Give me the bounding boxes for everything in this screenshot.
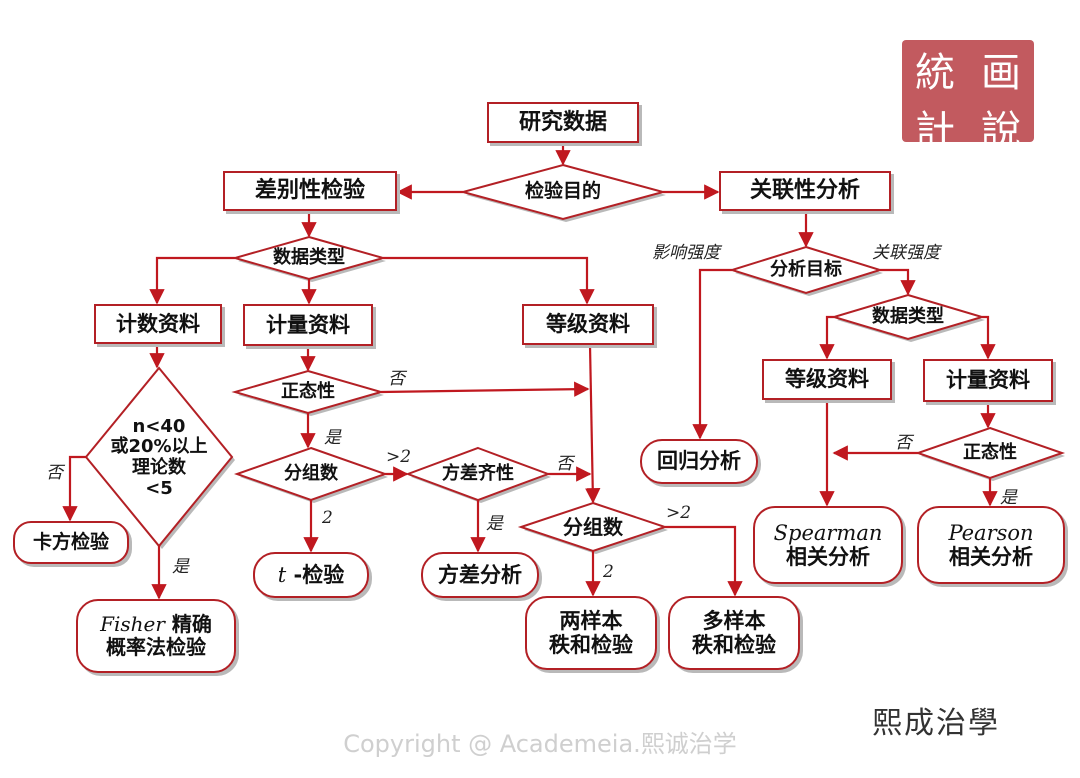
t-test-label: t -检验 <box>278 563 344 587</box>
seal-char-3: 計 <box>915 108 955 154</box>
gt2-group-left-label: >2 <box>386 447 412 467</box>
condition-line-3: 理论数 <box>132 457 186 478</box>
pearson-node: Pearson 相关分析 <box>917 506 1065 584</box>
fisher-line-2: 概率法检验 <box>106 635 206 659</box>
two-sample-line-2: 秩和检验 <box>549 633 633 657</box>
test-purpose-label: 检验目的 <box>524 180 601 203</box>
fisher-test-node: Fisher 精确 概率法检验 <box>76 599 236 673</box>
arrow-normality-no <box>380 381 590 397</box>
gt2-group-mid-label: >2 <box>666 503 692 523</box>
signature: 熙成治學 <box>872 706 1000 741</box>
seal-logo: 統 画 計 說 <box>902 40 1034 154</box>
analysis-goal-diamond <box>728 245 884 295</box>
no-normality-right-label: 否 <box>895 433 912 453</box>
research-data-node: 研究数据 <box>487 102 639 143</box>
arrow-datatype-to-count <box>149 256 235 305</box>
arrow-groupmid-to-multi <box>665 525 743 597</box>
spearman-line-2: 相关分析 <box>786 545 870 569</box>
no-normality-left-label: 否 <box>388 369 405 389</box>
analysis-goal-label: 分析目标 <box>770 258 842 280</box>
t-rest: -检验 <box>286 562 345 587</box>
multi-sample-rank-node: 多样本 秩和检验 <box>668 596 800 670</box>
diamonds <box>84 163 1066 554</box>
t-word: t <box>277 562 287 587</box>
two-sample-rank-node: 两样本 秩和检验 <box>525 596 657 670</box>
no-homogeneity-label: 否 <box>556 454 573 474</box>
arrow-datatype-to-rank-right <box>819 315 835 360</box>
difference-test-node: 差别性检验 <box>223 171 397 211</box>
correlation-analysis-node: 关联性分析 <box>719 171 891 211</box>
homogeneity-label: 方差齐性 <box>442 462 514 484</box>
spearman-word: Spearman <box>773 520 883 545</box>
count-data-node: 计数资料 <box>94 304 222 344</box>
data-type-left-label: 数据类型 <box>273 246 345 268</box>
group-count-mid-label: 分组数 <box>563 514 623 539</box>
yes-normality-left-label: 是 <box>324 428 341 448</box>
condition-line-2: 或20%以上 <box>110 436 208 458</box>
fisher-rest: 精确 <box>164 612 212 636</box>
association-strength-label: 关联强度 <box>872 243 940 263</box>
pearson-line-2: 相关分析 <box>949 545 1033 569</box>
influence-strength-label: 影响强度 <box>652 243 720 263</box>
fisher-line-1: Fisher 精确 <box>100 613 212 636</box>
data-type-right-label: 数据类型 <box>872 305 944 327</box>
yes-homogeneity-label: 是 <box>486 514 503 534</box>
multi-sample-line-1: 多样本 <box>702 608 766 633</box>
arrow-condition-to-chisquare <box>62 455 86 522</box>
yes-condition-label: 是 <box>172 557 189 577</box>
measure-data-right-node: 计量资料 <box>923 359 1053 402</box>
anova-node: 方差分析 <box>421 552 539 598</box>
measure-data-left-node: 计量资料 <box>243 304 373 346</box>
fisher-word: Fisher <box>100 612 165 636</box>
multi-sample-line-2: 秩和检验 <box>692 633 776 657</box>
chi-square-test-node: 卡方检验 <box>13 521 129 564</box>
pearson-word: Pearson <box>948 520 1034 545</box>
connectors <box>62 143 998 600</box>
arrow-datatype-to-measure-right <box>980 315 996 360</box>
data-type-right-diamond <box>830 293 986 341</box>
two-group-mid-label: 2 <box>603 562 614 582</box>
seal-char-2: 画 <box>981 50 1021 96</box>
seal-char-4: 說 <box>981 108 1021 154</box>
arrow-goal-to-datatype <box>880 268 916 296</box>
regression-node: 回归分析 <box>640 439 758 484</box>
test-purpose-diamond <box>459 163 667 221</box>
arrow-rank-to-groupmid <box>585 344 601 504</box>
group-count-left-label: 分组数 <box>284 462 338 484</box>
normality-right-label: 正态性 <box>963 441 1017 463</box>
condition-line-1: n<40 <box>132 415 186 437</box>
two-group-left-label: 2 <box>322 508 333 528</box>
arrow-datatype-to-rank <box>383 256 595 305</box>
condition-label: n<40 或20%以上 理论数 <5 <box>96 412 222 504</box>
normality-left-label: 正态性 <box>281 380 335 402</box>
two-sample-line-1: 两样本 <box>559 608 623 633</box>
rank-data-mid-node: 等级资料 <box>522 304 654 345</box>
yes-normality-right-label: 是 <box>1000 488 1017 508</box>
t-test-node: t -检验 <box>253 552 369 598</box>
rank-data-right-node: 等级资料 <box>762 359 892 400</box>
spearman-node: Spearman 相关分析 <box>753 506 903 584</box>
arrow-goal-to-regression <box>692 268 732 440</box>
seal-char-1: 統 <box>915 50 955 96</box>
condition-line-4: <5 <box>145 477 173 499</box>
no-condition-label: 否 <box>46 463 63 483</box>
copyright-watermark: Copyright @ Academeia.熙诚治学 <box>343 730 737 758</box>
